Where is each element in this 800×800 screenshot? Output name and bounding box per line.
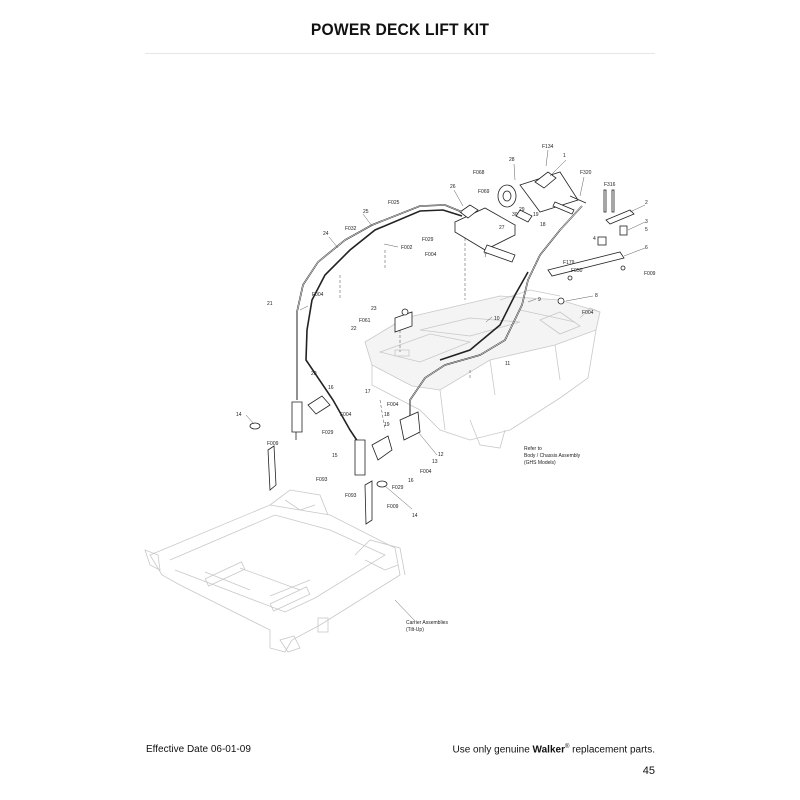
callout-label: F068	[473, 170, 485, 176]
callout-label: 7	[484, 253, 487, 259]
callout-label: 13	[432, 459, 438, 465]
callout-label: 19	[533, 212, 539, 218]
page-number: 45	[642, 765, 655, 777]
callout-label: 15	[332, 453, 338, 459]
callout-label: Carrier Assemblies	[406, 620, 448, 626]
callout-label: F009	[387, 504, 399, 510]
callout-label: 22	[351, 326, 357, 332]
callout-label: F004	[420, 469, 432, 475]
genuine-parts-notice: Use only genuine Walker® replacement par…	[452, 744, 655, 756]
mount-bracket	[454, 204, 516, 263]
callout-labels: F134 1 28 F320 F068 F316 26 F069 2 F025 …	[236, 144, 656, 519]
callout-label: F093	[316, 477, 328, 483]
callout-label: 11	[505, 361, 510, 367]
page-title: POWER DECK LIFT KIT	[310, 20, 490, 39]
callout-label: 10	[494, 316, 500, 322]
callout-label: F004	[387, 402, 399, 408]
callout-label: F029	[322, 430, 334, 436]
callout-label: 8	[595, 293, 598, 299]
callout-label: F061	[359, 318, 371, 324]
callout-label: 23	[371, 306, 377, 312]
callout-label: 16	[408, 478, 414, 484]
callout-label: F025	[388, 200, 400, 206]
callout-label: F316	[604, 182, 616, 188]
leader-lines	[245, 149, 646, 622]
callout-label: F179	[563, 260, 575, 266]
callout-label: 2	[645, 200, 648, 206]
callout-label: 24	[323, 231, 329, 237]
callout-label: 29	[519, 207, 525, 213]
callout-label: F002	[401, 245, 413, 251]
callout-label: (Tilt-Up)	[406, 627, 424, 633]
callout-label: 18	[540, 222, 546, 228]
effective-date: Effective Date 06-01-09	[146, 744, 251, 755]
callout-label: F029	[392, 485, 404, 491]
callout-label: Refer to	[524, 446, 542, 452]
callout-label: 14	[412, 513, 418, 519]
callout-label: 21	[267, 301, 273, 307]
callout-label: 16	[328, 385, 334, 391]
callout-label: 18	[384, 412, 390, 418]
header-divider	[145, 53, 655, 54]
callout-label: F069	[478, 189, 490, 195]
callout-label: F093	[345, 493, 357, 499]
link-assembly	[547, 189, 635, 305]
callout-label: 5	[645, 227, 648, 233]
actuator-cylinder	[497, 171, 587, 223]
callout-label: F009	[267, 441, 279, 447]
callout-label: 12	[438, 452, 444, 458]
carrier-ghost	[144, 489, 406, 653]
callout-label: F009	[644, 271, 656, 277]
callout-label: 25	[363, 209, 369, 215]
callout-label: 27	[499, 225, 505, 231]
callout-label: 3	[645, 219, 648, 225]
callout-label: F004	[425, 252, 437, 258]
callout-label: 1	[563, 153, 566, 159]
callout-label: F320	[580, 170, 592, 176]
callout-label: 19	[384, 422, 390, 428]
callout-label: 30	[512, 212, 518, 218]
callout-label: F004	[582, 310, 594, 316]
callout-label: 20	[311, 371, 317, 377]
chassis-ghost	[364, 289, 601, 449]
callout-label: F050	[571, 268, 583, 274]
callout-label: F004	[340, 412, 352, 418]
callout-label: 9	[538, 297, 541, 303]
callout-label: F134	[542, 144, 554, 150]
callout-label: F032	[345, 226, 357, 232]
callout-label: 17	[365, 389, 371, 395]
callout-label: 4	[593, 236, 596, 242]
callout-label: Body / Chassis Assembly	[524, 453, 581, 459]
callout-label: 6	[645, 245, 648, 251]
callout-label: F029	[422, 237, 434, 243]
reference-notes: Refer to Body / Chassis Assembly (GHS Mo…	[406, 446, 581, 633]
cable-ends	[249, 308, 421, 525]
callout-label: F004	[312, 292, 324, 298]
callout-label: 28	[509, 157, 515, 163]
lift-cables	[296, 204, 583, 446]
callout-label: 26	[450, 184, 456, 190]
callout-label: 14	[236, 412, 242, 418]
callout-label: (GHS Models)	[524, 460, 556, 466]
